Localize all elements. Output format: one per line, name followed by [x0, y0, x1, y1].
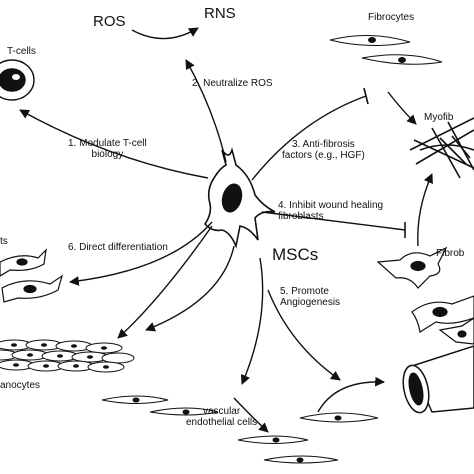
anocytes-label: anocytes: [0, 380, 41, 391]
msc-cell: [205, 150, 275, 246]
fibrocyte-cells: [330, 35, 442, 64]
rns-label: RNS: [204, 5, 236, 22]
arrow-angiogenesis-down: [145, 246, 234, 332]
myofibroblast-cell: [410, 118, 474, 178]
arrow-ros-to-rns: [132, 28, 199, 39]
fibroblast-cells: [378, 248, 474, 344]
arrow-neutralize-ros: [186, 59, 226, 162]
arrow-modulate-tcell: [19, 110, 208, 178]
fibrocytes-label: Fibrocytes: [368, 12, 415, 23]
left-cells: [0, 250, 62, 302]
msc-label: MSCs: [272, 245, 319, 264]
mechanism-wound-healing: 4. Inhibit wound healing fibroblasts: [278, 200, 384, 222]
arrow-angiogenesis-branch: [240, 258, 341, 385]
vascular-endothelial-label: vascular endothelial cells: [186, 406, 258, 428]
arrow-fibrocytes-to-myofib: [388, 92, 417, 125]
t-cell: [0, 60, 34, 100]
mechanism-direct-differentiation: 6. Direct differentiation: [68, 242, 168, 253]
mechanism-angiogenesis: 5. Promote Angiogenesis: [280, 286, 341, 308]
endothelial-cells: [102, 396, 378, 463]
arrow-to-anocytes: [117, 226, 212, 339]
arrow-fibrob-to-myofib: [418, 173, 433, 246]
mechanism-neutralize-ros: 2. Neutralize ROS: [192, 78, 273, 89]
inhibit-wound-healing: [262, 212, 405, 238]
arrow-endothelial-curl: [234, 398, 269, 433]
arrow-to-vessel: [318, 376, 385, 412]
fibrob-label: Fibrob: [436, 248, 465, 259]
blood-vessel: [399, 346, 474, 415]
ros-label: ROS: [93, 13, 126, 30]
myofib-label: Myofib: [424, 112, 454, 123]
inhibit-fibrocytes: [252, 88, 368, 180]
anocyte-cells: [0, 340, 134, 372]
mechanism-modulate-tcell: 1. Modulate T-cell biology: [68, 138, 147, 160]
arrow-direct-differentiation: [69, 222, 212, 286]
tcells-label: T-cells: [7, 46, 36, 57]
left-cells-label: ts: [0, 236, 8, 247]
mechanism-anti-fibrosis: 3. Anti-fibrosis factors (e.g., HGF): [282, 139, 365, 161]
